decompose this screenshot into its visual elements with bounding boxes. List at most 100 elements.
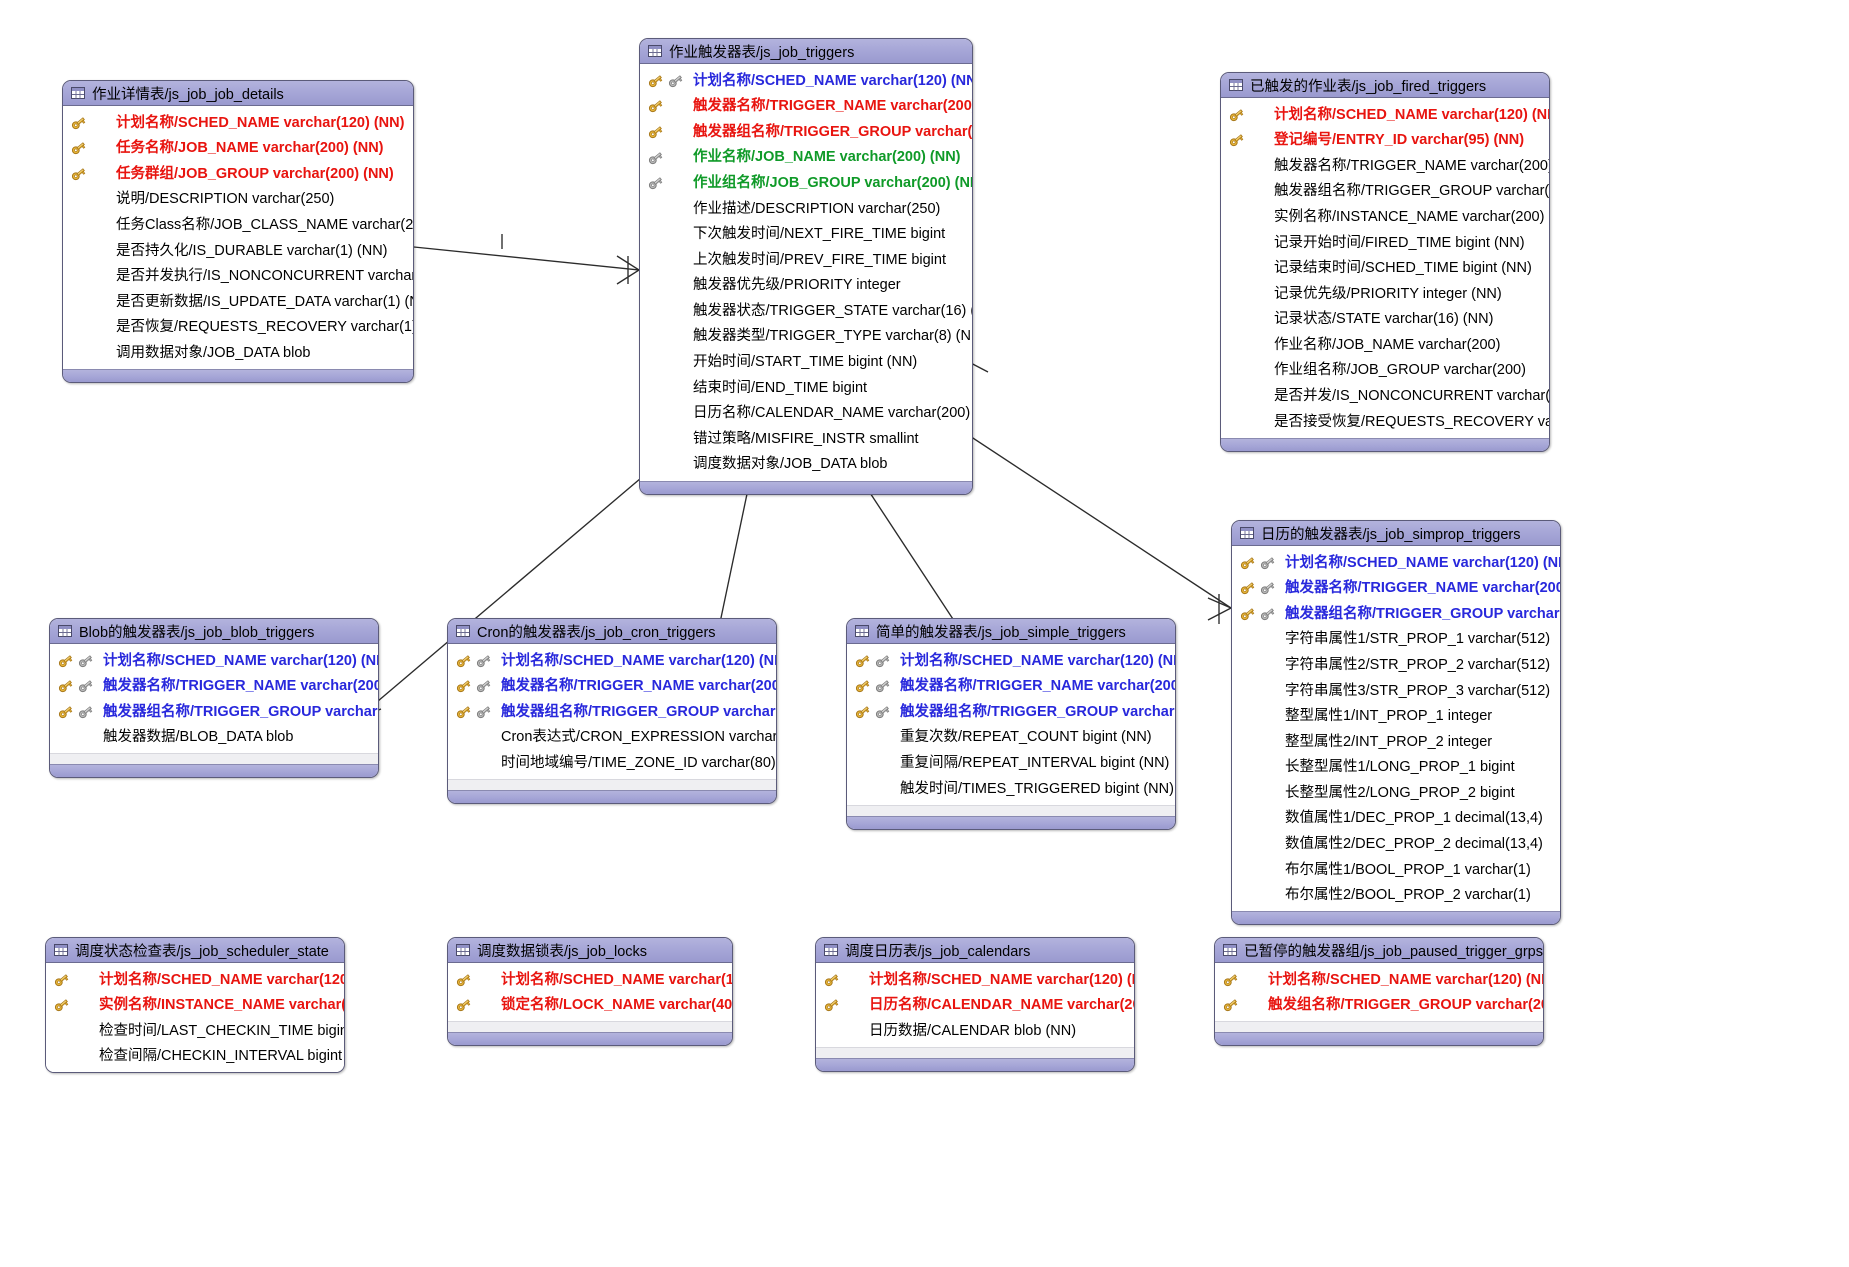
column-row[interactable]: 锁定名称/LOCK_NAME varchar(40) (NN): [448, 993, 732, 1019]
entity-scheduler_state[interactable]: 调度状态检查表/js_job_scheduler_state 计划名称/SCHED…: [45, 937, 345, 1074]
entity-header-fired_triggers[interactable]: 已触发的作业表/js_job_fired_triggers: [1221, 73, 1549, 98]
column-row[interactable]: 时间地域编号/TIME_ZONE_ID varchar(80): [448, 750, 776, 776]
column-row[interactable]: 触发器组名称/TRIGGER_GROUP varchar(200) (NN): [1221, 179, 1549, 205]
column-row[interactable]: 触发器名称/TRIGGER_NAME varchar(200) (NN): [50, 674, 378, 700]
column-row[interactable]: Cron表达式/CRON_EXPRESSION varchar(120) (NN…: [448, 725, 776, 751]
entity-blob_triggers[interactable]: Blob的触发器表/js_job_blob_triggers 计划名称/SCHED…: [49, 618, 379, 779]
column-row[interactable]: 记录优先级/PRIORITY integer (NN): [1221, 281, 1549, 307]
column-row[interactable]: 登记编号/ENTRY_ID varchar(95) (NN): [1221, 128, 1549, 154]
column-row[interactable]: 计划名称/SCHED_NAME varchar(120) (NN): [46, 967, 344, 993]
entity-header-job_triggers[interactable]: 作业触发器表/js_job_triggers: [640, 39, 972, 64]
column-row[interactable]: 下次触发时间/NEXT_FIRE_TIME bigint: [640, 222, 972, 248]
column-row[interactable]: 布尔属性2/BOOL_PROP_2 varchar(1): [1232, 883, 1560, 909]
column-row[interactable]: 调用数据对象/JOB_DATA blob: [63, 340, 413, 366]
column-row[interactable]: 任务群组/JOB_GROUP varchar(200) (NN): [63, 161, 413, 187]
column-row[interactable]: 记录状态/STATE varchar(16) (NN): [1221, 307, 1549, 333]
column-row[interactable]: 触发器名称/TRIGGER_NAME varchar(200) (NN): [640, 94, 972, 120]
column-row[interactable]: 是否并发/IS_NONCONCURRENT varchar(1): [1221, 384, 1549, 410]
column-row[interactable]: 计划名称/SCHED_NAME varchar(120) (NN): [1221, 102, 1549, 128]
column-row[interactable]: 记录开始时间/FIRED_TIME bigint (NN): [1221, 230, 1549, 256]
column-row[interactable]: 是否恢复/REQUESTS_RECOVERY varchar(1) (NN): [63, 315, 413, 341]
column-row[interactable]: 计划名称/SCHED_NAME varchar(120) (NN): [448, 967, 732, 993]
column-row[interactable]: 计划名称/SCHED_NAME varchar(120) (NN): [63, 110, 413, 136]
column-row[interactable]: 计划名称/SCHED_NAME varchar(120) (NN): [50, 648, 378, 674]
column-row[interactable]: 触发器组名称/TRIGGER_GROUP varchar(200) (NN): [50, 699, 378, 725]
entity-calendars[interactable]: 调度日历表/js_job_calendars 计划名称/SCHED_NAME va…: [815, 937, 1135, 1072]
entity-header-job_details[interactable]: 作业详情表/js_job_job_details: [63, 81, 413, 106]
entity-header-paused_trigger_grps[interactable]: 已暂停的触发器组/js_job_paused_trigger_grps: [1215, 938, 1543, 963]
column-row[interactable]: 作业名称/JOB_NAME varchar(200) (NN): [640, 145, 972, 171]
column-row[interactable]: 作业名称/JOB_NAME varchar(200): [1221, 332, 1549, 358]
entity-header-simprop_triggers[interactable]: 日历的触发器表/js_job_simprop_triggers: [1232, 521, 1560, 546]
column-row[interactable]: 作业描述/DESCRIPTION varchar(250): [640, 196, 972, 222]
column-row[interactable]: 计划名称/SCHED_NAME varchar(120) (NN): [847, 648, 1175, 674]
column-row[interactable]: 记录结束时间/SCHED_TIME bigint (NN): [1221, 256, 1549, 282]
column-row[interactable]: 任务Class名称/JOB_CLASS_NAME varchar(250) (N…: [63, 212, 413, 238]
entity-paused_trigger_grps[interactable]: 已暂停的触发器组/js_job_paused_trigger_grps 计划名称/…: [1214, 937, 1544, 1047]
column-row[interactable]: 重复间隔/REPEAT_INTERVAL bigint (NN): [847, 750, 1175, 776]
column-row[interactable]: 错过策略/MISFIRE_INSTR smallint: [640, 426, 972, 452]
column-row[interactable]: 触发器名称/TRIGGER_NAME varchar(200) (NN): [448, 674, 776, 700]
column-row[interactable]: 调度数据对象/JOB_DATA blob: [640, 452, 972, 478]
column-row[interactable]: 说明/DESCRIPTION varchar(250): [63, 187, 413, 213]
column-row[interactable]: 计划名称/SCHED_NAME varchar(120) (NN): [448, 648, 776, 674]
column-row[interactable]: 重复次数/REPEAT_COUNT bigint (NN): [847, 725, 1175, 751]
column-row[interactable]: 整型属性2/INT_PROP_2 integer: [1232, 729, 1560, 755]
column-row[interactable]: 触发器组名称/TRIGGER_GROUP varchar(200) (NN): [640, 119, 972, 145]
column-row[interactable]: 整型属性1/INT_PROP_1 integer: [1232, 704, 1560, 730]
column-row[interactable]: 计划名称/SCHED_NAME varchar(120) (NN): [1215, 967, 1543, 993]
column-row[interactable]: 日历数据/CALENDAR blob (NN): [816, 1018, 1134, 1044]
column-row[interactable]: 触发器优先级/PRIORITY integer: [640, 273, 972, 299]
column-row[interactable]: 长整型属性1/LONG_PROP_1 bigint: [1232, 755, 1560, 781]
column-row[interactable]: 触发器名称/TRIGGER_NAME varchar(200) (NN): [847, 674, 1175, 700]
column-row[interactable]: 结束时间/END_TIME bigint: [640, 375, 972, 401]
column-row[interactable]: 作业组名称/JOB_GROUP varchar(200): [1221, 358, 1549, 384]
column-row[interactable]: 是否并发执行/IS_NONCONCURRENT varchar(1) (NN): [63, 264, 413, 290]
entity-simple_triggers[interactable]: 简单的触发器表/js_job_simple_triggers 计划名称/SCHED…: [846, 618, 1176, 830]
entity-header-calendars[interactable]: 调度日历表/js_job_calendars: [816, 938, 1134, 963]
column-row[interactable]: 触发时间/TIMES_TRIGGERED bigint (NN): [847, 776, 1175, 802]
column-row[interactable]: 触发器类型/TRIGGER_TYPE varchar(8) (NN): [640, 324, 972, 350]
entity-simprop_triggers[interactable]: 日历的触发器表/js_job_simprop_triggers 计划名称/SCHE…: [1231, 520, 1561, 926]
entity-header-simple_triggers[interactable]: 简单的触发器表/js_job_simple_triggers: [847, 619, 1175, 644]
column-row[interactable]: 上次触发时间/PREV_FIRE_TIME bigint: [640, 247, 972, 273]
column-row[interactable]: 字符串属性3/STR_PROP_3 varchar(512): [1232, 678, 1560, 704]
column-row[interactable]: 布尔属性1/BOOL_PROP_1 varchar(1): [1232, 857, 1560, 883]
entity-job_details[interactable]: 作业详情表/js_job_job_details 计划名称/SCHED_NAME …: [62, 80, 414, 383]
column-row[interactable]: 是否更新数据/IS_UPDATE_DATA varchar(1) (NN): [63, 289, 413, 315]
entity-header-blob_triggers[interactable]: Blob的触发器表/js_job_blob_triggers: [50, 619, 378, 644]
column-row[interactable]: 计划名称/SCHED_NAME varchar(120) (NN): [816, 967, 1134, 993]
column-row[interactable]: 日历名称/CALENDAR_NAME varchar(200): [640, 401, 972, 427]
column-row[interactable]: 长整型属性2/LONG_PROP_2 bigint: [1232, 780, 1560, 806]
column-row[interactable]: 触发器组名称/TRIGGER_GROUP varchar(200) (NN): [448, 699, 776, 725]
column-row[interactable]: 字符串属性1/STR_PROP_1 varchar(512): [1232, 627, 1560, 653]
column-row[interactable]: 开始时间/START_TIME bigint (NN): [640, 350, 972, 376]
column-row[interactable]: 触发器组名称/TRIGGER_GROUP varchar(200) (NN): [847, 699, 1175, 725]
column-row[interactable]: 实例名称/INSTANCE_NAME varchar(200) (NN): [46, 993, 344, 1019]
column-row[interactable]: 触发器组名称/TRIGGER_GROUP varchar(200) (NN): [1232, 601, 1560, 627]
column-row[interactable]: 计划名称/SCHED_NAME varchar(120) (NN): [1232, 550, 1560, 576]
column-row[interactable]: 是否接受恢复/REQUESTS_RECOVERY varchar(1): [1221, 409, 1549, 435]
entity-cron_triggers[interactable]: Cron的触发器表/js_job_cron_triggers 计划名称/SCHED…: [447, 618, 777, 804]
entity-fired_triggers[interactable]: 已触发的作业表/js_job_fired_triggers 计划名称/SCHED_…: [1220, 72, 1550, 452]
column-row[interactable]: 触发组名称/TRIGGER_GROUP varchar(200) (NN): [1215, 993, 1543, 1019]
entity-header-cron_triggers[interactable]: Cron的触发器表/js_job_cron_triggers: [448, 619, 776, 644]
column-row[interactable]: 触发器名称/TRIGGER_NAME varchar(200) (NN): [1232, 576, 1560, 602]
entity-header-locks[interactable]: 调度数据锁表/js_job_locks: [448, 938, 732, 963]
column-row[interactable]: 检查时间/LAST_CHECKIN_TIME bigint (NN): [46, 1018, 344, 1044]
entity-locks[interactable]: 调度数据锁表/js_job_locks 计划名称/SCHED_NAME varch…: [447, 937, 733, 1047]
entity-header-scheduler_state[interactable]: 调度状态检查表/js_job_scheduler_state: [46, 938, 344, 963]
column-row[interactable]: 日历名称/CALENDAR_NAME varchar(200) (NN): [816, 993, 1134, 1019]
column-row[interactable]: 触发器名称/TRIGGER_NAME varchar(200) (NN): [1221, 153, 1549, 179]
column-row[interactable]: 任务名称/JOB_NAME varchar(200) (NN): [63, 136, 413, 162]
column-row[interactable]: 数值属性1/DEC_PROP_1 decimal(13,4): [1232, 806, 1560, 832]
column-row[interactable]: 作业组名称/JOB_GROUP varchar(200) (NN): [640, 170, 972, 196]
column-row[interactable]: 数值属性2/DEC_PROP_2 decimal(13,4): [1232, 832, 1560, 858]
column-row[interactable]: 触发器数据/BLOB_DATA blob: [50, 725, 378, 751]
column-row[interactable]: 触发器状态/TRIGGER_STATE varchar(16) (NN): [640, 298, 972, 324]
column-row[interactable]: 实例名称/INSTANCE_NAME varchar(200) (NN): [1221, 204, 1549, 230]
column-row[interactable]: 检查间隔/CHECKIN_INTERVAL bigint (NN): [46, 1044, 344, 1070]
column-row[interactable]: 是否持久化/IS_DURABLE varchar(1) (NN): [63, 238, 413, 264]
